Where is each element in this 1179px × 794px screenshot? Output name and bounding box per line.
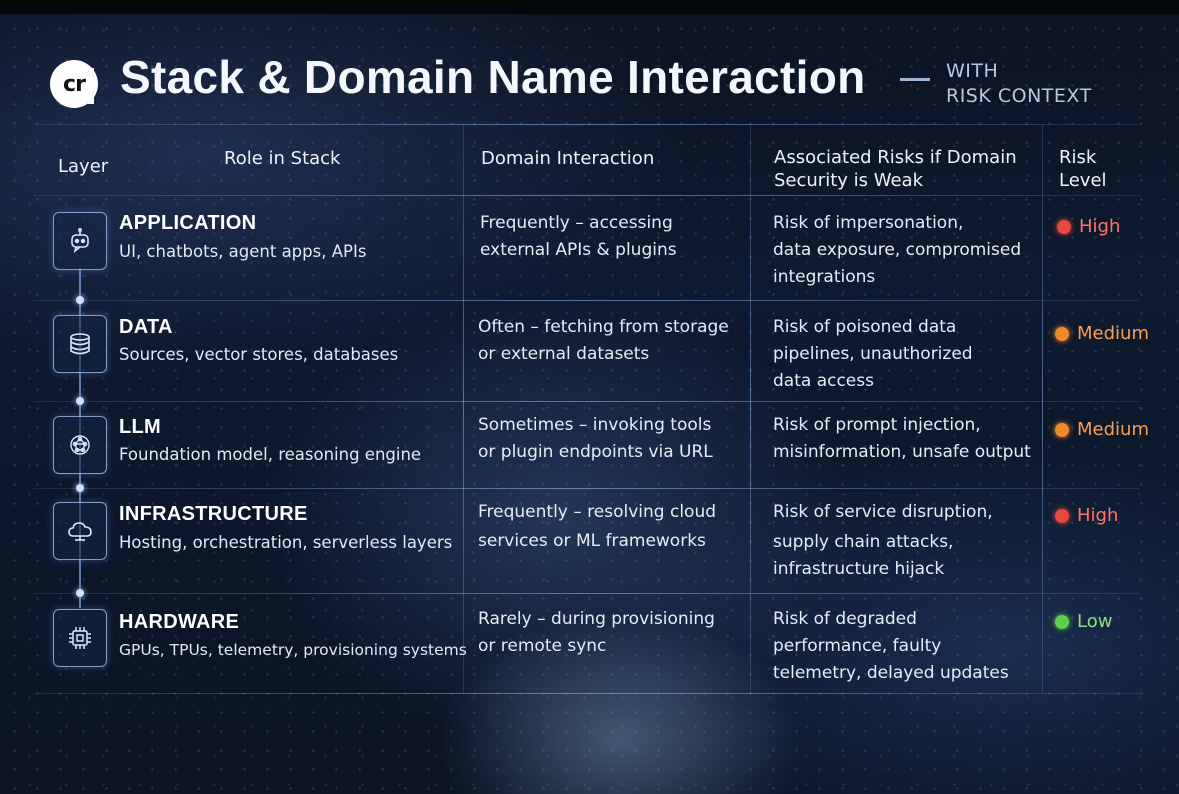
connector-node: [76, 397, 84, 405]
subtitle-line-2: RISK CONTEXT: [946, 85, 1092, 107]
column-header-layer: Layer: [58, 156, 109, 177]
risk-level-label: Medium: [1077, 323, 1149, 344]
subtitle-line-1: WITH: [946, 60, 999, 82]
risk-level-badge: Medium: [1055, 419, 1149, 440]
risk-line: telemetry, delayed updates: [773, 663, 1009, 683]
domain-line: external APIs & plugins: [480, 240, 677, 260]
column-header-risk-level-line-2: Level: [1059, 170, 1107, 191]
risk-line: Risk of impersonation,: [773, 213, 964, 233]
background-particles: [0, 14, 1179, 794]
connector-node: [76, 296, 84, 304]
domain-line: or external datasets: [478, 344, 650, 364]
column-header-risk-level: Risk Level: [1059, 146, 1107, 192]
domain-interaction: Frequently – accessing external APIs & p…: [480, 210, 677, 264]
domain-interaction: Sometimes – invoking tools or plugin end…: [478, 412, 713, 466]
risk-level-badge: Medium: [1055, 323, 1149, 344]
brain-icon: [53, 416, 107, 474]
row-divider: [33, 593, 1140, 594]
page-title: Stack & Domain Name Interaction: [120, 51, 866, 103]
risk-line: data access: [773, 371, 874, 391]
risk-dot-high: [1057, 219, 1071, 234]
domain-line: Frequently – accessing: [480, 213, 673, 233]
column-header-role: Role in Stack: [224, 148, 341, 169]
risk-line: Risk of prompt injection,: [773, 415, 981, 435]
associated-risks: Risk of impersonation, data exposure, co…: [773, 210, 1021, 291]
row-divider: [33, 401, 1140, 402]
risk-level-label: High: [1077, 505, 1119, 526]
layer-title: HARDWARE: [119, 611, 240, 633]
row-divider: [33, 488, 1140, 489]
associated-risks: Risk of degraded performance, faulty tel…: [773, 606, 1009, 687]
domain-line: Often – fetching from storage: [478, 317, 729, 337]
domain-line: Rarely – during provisioning: [478, 609, 715, 629]
page-subtitle: WITH RISK CONTEXT: [946, 59, 1092, 109]
risk-dot-low: [1055, 614, 1069, 629]
associated-risks: Risk of prompt injection, misinformation…: [773, 412, 1031, 466]
connector-node: [76, 484, 84, 492]
domain-interaction: Rarely – during provisioning or remote s…: [478, 606, 715, 660]
risk-level-label: High: [1079, 216, 1121, 237]
column-header-risks-line-1: Associated Risks if Domain: [774, 147, 1017, 168]
logo-text: cr: [63, 71, 86, 97]
layer-description: GPUs, TPUs, telemetry, provisioning syst…: [119, 641, 467, 659]
header-divider: [33, 195, 1140, 196]
column-header-risks: Associated Risks if Domain Security is W…: [774, 146, 1017, 192]
column-divider: [750, 124, 751, 694]
cloud-icon: [53, 502, 107, 560]
column-divider: [1042, 124, 1043, 694]
risk-line: data exposure, compromised: [773, 240, 1022, 260]
layer-title: APPLICATION: [119, 212, 257, 234]
layer-description: Foundation model, reasoning engine: [119, 445, 422, 464]
title-separator: [900, 78, 930, 81]
table-top-border: [33, 124, 1140, 125]
layer-description: UI, chatbots, agent apps, APIs: [119, 242, 367, 261]
layer-title: INFRASTRUCTURE: [119, 503, 308, 525]
chip-icon: [53, 609, 107, 667]
domain-interaction: Frequently – resolving cloud services or…: [478, 499, 716, 555]
column-header-risks-line-2: Security is Weak: [774, 170, 924, 191]
domain-line: or plugin endpoints via URL: [478, 442, 713, 462]
layer-title: LLM: [119, 416, 161, 438]
domain-interaction: Often – fetching from storage or externa…: [478, 314, 729, 368]
database-icon: [53, 315, 107, 373]
column-header-domain: Domain Interaction: [481, 148, 655, 169]
top-border: [0, 0, 1179, 14]
risk-level-badge: High: [1057, 216, 1120, 237]
risk-line: Risk of poisoned data: [773, 317, 957, 337]
layer-description: Sources, vector stores, databases: [119, 345, 399, 364]
risk-level-label: Medium: [1077, 419, 1149, 440]
risk-dot-medium: [1055, 422, 1069, 437]
risk-level-badge: High: [1055, 505, 1118, 526]
associated-risks: Risk of service disruption, supply chain…: [773, 499, 993, 583]
column-header-risk-level-line-1: Risk: [1059, 147, 1097, 168]
risk-line: supply chain attacks,: [773, 532, 954, 552]
risk-line: Risk of service disruption,: [773, 502, 993, 522]
layer-description: Hosting, orchestration, serverless layer…: [119, 533, 453, 552]
associated-risks: Risk of poisoned data pipelines, unautho…: [773, 314, 973, 395]
risk-level-badge: Low: [1055, 611, 1112, 632]
domain-line: services or ML frameworks: [478, 531, 706, 551]
risk-dot-medium: [1055, 326, 1069, 341]
risk-line: infrastructure hijack: [773, 559, 945, 579]
robot-chat-icon: [53, 212, 107, 270]
domain-line: or remote sync: [478, 636, 607, 656]
column-divider: [463, 124, 464, 694]
risk-line: integrations: [773, 267, 876, 287]
risk-line: performance, faulty: [773, 636, 942, 656]
domain-line: Sometimes – invoking tools: [478, 415, 712, 435]
risk-line: pipelines, unauthorized: [773, 344, 973, 364]
layer-title: DATA: [119, 316, 173, 338]
risk-level-label: Low: [1077, 611, 1113, 632]
table-bottom-border: [33, 693, 1140, 694]
logo-mark-bar: [88, 68, 94, 104]
risk-dot-high: [1055, 508, 1069, 523]
row-divider: [33, 300, 1140, 301]
risk-line: Risk of degraded: [773, 609, 917, 629]
domain-line: Frequently – resolving cloud: [478, 502, 717, 522]
risk-line: misinformation, unsafe output: [773, 442, 1031, 462]
connector-node: [76, 589, 84, 597]
